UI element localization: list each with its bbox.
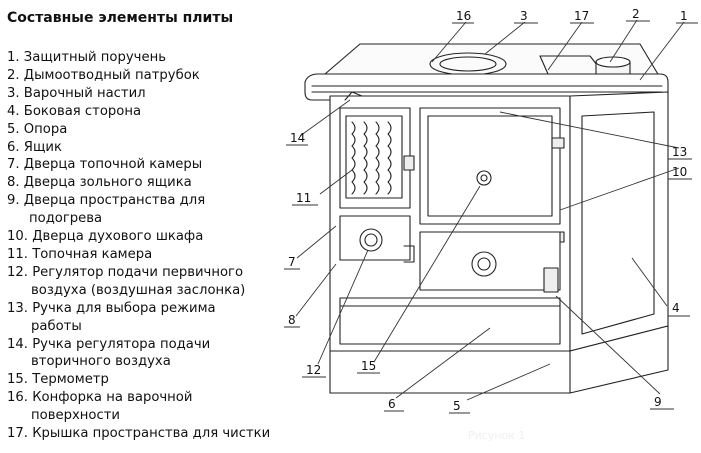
firebox-door [339, 107, 411, 209]
parts-legend: 1. Защитный поручень 2. Дымоотводный пат… [7, 49, 287, 443]
legend-item: 10. Дверца духового шкафа [7, 229, 204, 245]
hotplate-icon [429, 52, 507, 76]
callout-11: 11 [296, 191, 311, 205]
legend-item: 3. Варочный настил [7, 85, 146, 101]
callout-4: 4 [672, 301, 680, 315]
callout-17: 17 [574, 9, 589, 23]
legend-item-continuation: работы [31, 318, 82, 334]
legend-item: 6. Ящик [7, 139, 62, 155]
legend-item: 4. Боковая сторона [7, 103, 142, 119]
firebox-grate [351, 121, 392, 195]
oven-door [419, 107, 561, 225]
stove-diagram: 1 2 3 4 5 6 7 8 9 10 11 12 13 14 15 16 1… [284, 7, 698, 414]
legend-item: 17. Крышка пространства для чистки [7, 426, 271, 442]
callout-16: 16 [456, 9, 471, 23]
legend-item: 15. Термометр [7, 372, 109, 388]
thermometer-icon [476, 170, 492, 186]
callout-10: 10 [672, 165, 687, 179]
legend-item: 11. Топочная камера [7, 246, 153, 262]
door-handle-icon [403, 155, 415, 171]
legend-item: 5. Опора [7, 121, 68, 137]
figure-caption: Рисунок 1 [468, 429, 526, 442]
callout-9: 9 [654, 395, 662, 409]
callout-14: 14 [290, 131, 305, 145]
secondary-air-handle-icon [344, 91, 363, 101]
callout-7: 7 [288, 255, 296, 269]
callout-6: 6 [388, 397, 396, 411]
callout-15: 15 [361, 359, 376, 373]
legend-item-continuation: подогрева [29, 211, 103, 227]
legend-item: 7. Дверца топочной камеры [7, 157, 203, 173]
legend-item-continuation: воздуха (воздушная заслонка) [31, 282, 246, 298]
air-regulator-icon [359, 228, 383, 252]
callout-13: 13 [672, 145, 687, 159]
legend-item: 8. Дверца зольного ящика [7, 175, 192, 191]
callout-8: 8 [288, 313, 296, 327]
legend-item: 2. Дымоотводный патрубок [7, 67, 200, 83]
callout-12: 12 [306, 363, 321, 377]
callout-2: 2 [632, 7, 640, 21]
drawer [339, 297, 561, 345]
mode-knob-icon [471, 251, 497, 277]
legend-item-continuation: вторичного воздуха [31, 354, 171, 370]
callout-1: 1 [680, 9, 688, 23]
legend-item-continuation: поверхности [31, 408, 120, 424]
side-panel [569, 91, 669, 352]
page-title: Составные элементы плиты [7, 10, 234, 26]
callout-3: 3 [520, 9, 528, 23]
callout-5: 5 [453, 399, 461, 413]
legend-item: 1. Защитный поручень [7, 50, 166, 65]
